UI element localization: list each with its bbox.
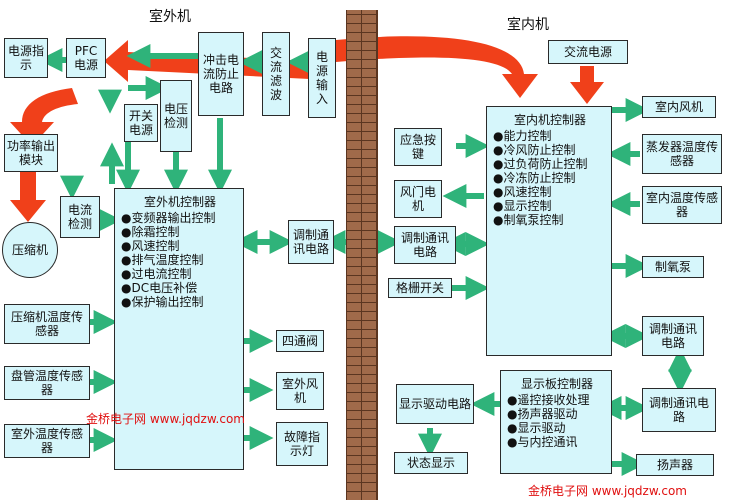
grille-switch-box: 格栅开关 [388,278,452,298]
indoor-ctrl-item: ●冷冻防止控制 [493,171,576,185]
switch-power-label: 开关电源 [128,109,153,137]
outdoor-temp-sensor-label: 室外温度传感器 [10,427,83,455]
display-ctrl-item: ●与内控通讯 [507,435,578,449]
indoor-ctrl-item: ●冷风防止控制 [493,143,576,157]
indoor-ctrl-item: ●显示控制 [493,199,552,213]
four-way-valve-box: 四通阀 [276,330,324,352]
outdoor-ctrl-item: ●保护输出控制 [121,295,204,309]
evap-temp-sensor-label: 蒸发器温度传感器 [645,140,718,168]
red-arrow-power-to-indoor [336,36,538,98]
indoor-fan-label: 室内风机 [654,100,703,114]
outdoor-controller-title: 室外机控制器 [143,195,216,209]
voltage-detect-box: 电压检测 [160,80,192,152]
coil-temp-sensor-box: 盘管温度传感器 [4,366,90,400]
display-driver-box: 显示驱动电路 [396,384,474,424]
red-arrow-ac-to-indoor-ctrl [570,66,604,104]
evap-temp-sensor-box: 蒸发器温度传感器 [642,134,722,174]
switch-power-box: 开关电源 [124,104,158,142]
ac-filter-label: 交流滤波 [269,46,282,102]
outdoor-fan-box: 室外风机 [276,372,324,410]
current-detect-box: 电流检测 [60,196,100,238]
fault-lamp-label: 故障指示灯 [283,430,320,458]
grille-switch-label: 格栅开关 [395,281,444,295]
outdoor-ctrl-item: ●除霜控制 [121,225,180,239]
indoor-fan-box: 室内风机 [642,96,716,118]
fault-lamp-box: 故障指示灯 [276,422,328,466]
damper-motor-box: 风门电机 [394,180,442,218]
oxygen-pump-label: 制氧泵 [654,260,691,274]
outdoor-ctrl-item: ●变频器输出控制 [121,211,216,225]
indoor-temp-sensor-box: 室内温度传感器 [642,186,722,224]
speaker-label: 扬声器 [656,458,693,472]
outdoor-ctrl-item: ●排气温度控制 [121,253,204,267]
ac-power-indoor-box: 交流电源 [548,40,628,64]
surge-protect-label: 冲击电流防止电路 [202,53,239,95]
status-display-box: 状态显示 [394,452,468,474]
voltage-detect-label: 电压检测 [163,102,188,130]
speaker-box: 扬声器 [636,454,714,476]
indoor-unit-title: 室内机 [507,17,549,33]
outdoor-fan-label: 室外风机 [281,377,318,405]
ac-power-indoor-label: 交流电源 [563,45,612,59]
indoor-controller-box: 室内机控制器 ●能力控制 ●冷风防止控制 ●过负荷防止控制 ●冷冻防止控制 ●风… [486,106,612,356]
four-way-valve-label: 四通阀 [281,334,318,348]
display-ctrl-item: ●显示驱动 [507,421,566,435]
current-detect-label: 电流检测 [67,203,92,231]
power-module-label: 功率输出模块 [7,139,56,167]
comm-indoor-right-box: 调制通讯电路 [642,316,704,356]
indoor-ctrl-item: ●风速控制 [493,185,552,199]
power-indicator-label: 电源指示 [7,44,44,72]
comm-indoor-left-box: 调制通讯电路 [394,226,456,264]
red-arrow-module-to-compressor [10,172,46,222]
pfc-power-box: PFC电源 [66,38,106,78]
power-module-box: 功率输出模块 [4,134,58,172]
display-driver-label: 显示驱动电路 [399,397,472,411]
pfc-power-label: PFC电源 [73,44,98,72]
comm-outdoor-label: 调制通讯电路 [292,228,329,256]
compressor-label: 压缩机 [11,243,48,257]
indoor-ctrl-item: ●制氧泵控制 [493,213,564,227]
outdoor-ctrl-item: ●过电流控制 [121,267,192,281]
comm-outdoor-box: 调制通讯电路 [288,220,334,264]
indoor-controller-title: 室内机控制器 [513,113,586,127]
emergency-key-box: 应急按键 [394,128,442,166]
coil-temp-sensor-label: 盘管温度传感器 [10,369,83,397]
comm-display-label: 调制通讯电路 [648,396,709,424]
outdoor-ctrl-item: ●DC电压补偿 [121,281,198,295]
comp-temp-sensor-box: 压缩机温度传感器 [4,304,90,344]
surge-protect-box: 冲击电流防止电路 [198,32,244,116]
comm-indoor-right-label: 调制通讯电路 [648,322,697,350]
oxygen-pump-box: 制氧泵 [642,256,704,278]
damper-motor-label: 风门电机 [399,185,436,213]
indoor-temp-sensor-label: 室内温度传感器 [645,191,718,219]
display-ctrl-item: ●扬声器驱动 [507,407,578,421]
indoor-ctrl-item: ●能力控制 [493,129,552,143]
comp-temp-sensor-label: 压缩机温度传感器 [10,310,83,338]
red-arrow-pfc-to-module [10,88,78,146]
outdoor-controller-box: 室外机控制器 ●变频器输出控制 ●除霜控制 ●风速控制 ●排气温度控制 ●过电流… [114,188,244,470]
power-input-label: 电源输入 [315,50,328,106]
power-indicator-box: 电源指示 [4,38,48,78]
brick-wall [346,10,378,500]
display-ctrl-item: ●遥控接收处理 [507,393,590,407]
watermark-text: 金桥电子网 www.jqdzw.com [86,412,245,426]
ac-filter-box: 交流滤波 [262,32,290,116]
comm-indoor-left-label: 调制通讯电路 [400,231,449,259]
comm-display-box: 调制通讯电路 [642,388,716,432]
watermark-text: 金桥电子网 www.jqdzw.com [528,484,687,498]
outdoor-unit-title: 室外机 [149,9,191,25]
outdoor-temp-sensor-box: 室外温度传感器 [4,424,90,458]
power-input-box: 电源输入 [308,38,336,118]
emergency-key-label: 应急按键 [399,133,436,161]
outdoor-ctrl-item: ●风速控制 [121,239,180,253]
display-controller-title: 显示板控制器 [520,377,593,391]
status-display-label: 状态显示 [406,456,455,470]
indoor-ctrl-item: ●过负荷防止控制 [493,157,588,171]
compressor-circle: 压缩机 [2,222,58,278]
display-controller-box: 显示板控制器 ●遥控接收处理 ●扬声器驱动 ●显示驱动 ●与内控通讯 [500,370,612,474]
